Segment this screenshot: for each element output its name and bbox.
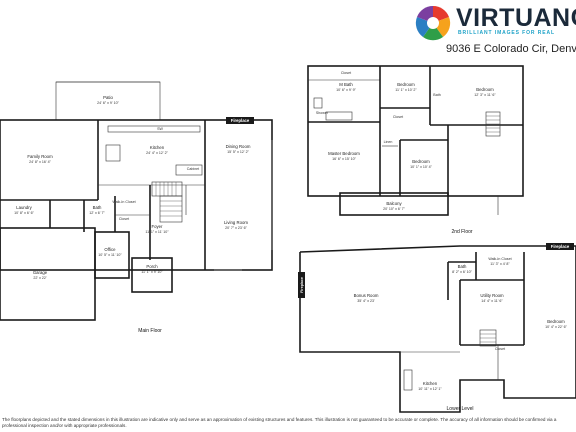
floor-title-main: Main Floor [138,328,162,334]
room-name-mbath: M Bath [339,82,353,87]
room-name-bonus: Bonus Room [354,293,379,298]
room-name-living: Living Room [224,220,248,225]
room-name-bath-lower: Bath [458,264,467,269]
room-name-kitchen-lower: Kitchen [423,381,438,386]
second-floor-outline [307,65,524,197]
room-dims-balcony: 20' 10" x 6' 7" [383,207,405,211]
label-closet-lower: Closet [495,347,505,351]
fireplace-label-lower-right: Fireplace [551,244,570,249]
room-dims-foyer: 11' 1" x 11' 10" [145,230,169,234]
room-dims-bed1: 11' 1" x 10' 2" [395,88,417,92]
porch-outline [131,257,173,293]
room-name-balcony: Balcony [386,201,402,206]
room-name-patio: Patio [103,95,113,100]
room-dims-bath: 12' x 6' 7" [89,211,105,215]
room-name-utility: Utility Room [480,293,504,298]
main-floor-outline [0,119,273,271]
floor-title-second: 2nd Floor [451,229,472,235]
room-dims-bonus: 35' 4" x 23' [357,299,375,303]
room-dims-family: 24' 8" x 16' 4" [29,160,51,164]
brand-name: VIRTUANC [456,4,576,32]
label-linen: Linen [384,140,393,144]
room-name-dining: Dining Room [226,144,251,149]
room-name-walkin: Walk-In Closet [112,200,135,204]
room-dims-bed2: 12' 3" x 11' 6" [474,93,496,97]
room-name-master: Master Bedroom [328,151,360,156]
room-name-bed2: Bedroom [476,87,494,92]
room-dims-bed3: 10' 1" x 10' 4" [410,165,432,169]
main-floor-plan: Fireplace Patio 24' 6" x 9' 10" Family R… [0,81,273,334]
label-closet-2b: Closet [393,115,403,119]
office-outline [94,231,130,279]
room-dims-mbath: 10' 6" x 9' 9" [336,88,356,92]
room-name-bed1: Bedroom [397,82,415,87]
room-name-family: Family Room [27,154,53,159]
room-dims-dining: 15' 5" x 12' 2" [227,150,249,154]
room-dims-laundry: 10' 8" x 6' 6" [14,211,34,215]
room-dims-kitchen: 24' 4" x 12' 2" [146,151,168,155]
garage-outline [0,227,96,321]
room-name-bedroom-lower: Bedroom [547,319,565,324]
room-name-bath: Bath [93,205,102,210]
fireplace-tag-lower-right [546,243,574,250]
room-name-kitchen: Kitchen [150,145,165,150]
label-closet-main: Closet [119,217,129,221]
logo-mark-icon [415,5,451,41]
brand-tagline: BRILLIANT IMAGES FOR REAL [458,30,555,36]
room-dims-bath-lower: 8' 2" x 6' 10" [452,270,472,274]
room-dims-garage: 22' x 22' [33,276,46,280]
second-floor-plan: M Bath 10' 6" x 9' 9" Bedroom 11' 1" x 1… [307,65,524,235]
room-dims-walkin-lower: 11' 3" x 4' 8" [490,262,510,266]
room-dims-patio: 24' 6" x 9' 10" [97,101,119,105]
room-dims-porch: 11' 1" x 9' 10" [141,270,163,274]
room-dims-kitchen-lower: 10' 11" x 12' 1" [418,387,442,391]
label-shower: Shower [316,111,329,115]
label-bath-2: Bath [433,93,440,97]
lower-level-plan: Fireplace Fireplace Bonus Room 35' 4" x … [298,243,576,413]
fireplace-tag-main [226,117,254,124]
room-name-garage: Garage [33,270,48,275]
room-name-foyer: Foyer [152,224,164,229]
room-dims-bedroom-lower: 10' 4" x 22' 6" [545,325,567,329]
room-name-office: Office [104,247,116,252]
brand-logo [415,5,451,41]
floor-title-lower: Lower Level [447,406,474,412]
room-name-laundry: Laundry [16,205,32,210]
room-dims-living: 20' 7" x 23' 6" [225,226,247,230]
second-stairs [485,111,501,137]
fireplace-tag-lower-left [298,272,305,298]
property-address: 9036 E Colorado Cir, Denver [446,43,576,55]
fireplace-label-main: Fireplace [231,118,250,123]
label-sw: SW [157,127,163,131]
room-name-bed3: Bedroom [412,159,430,164]
room-dims-office: 10' 5" x 11' 10" [98,253,122,257]
room-dims-master: 16' 6" x 15' 10" [332,157,356,161]
room-name-walkin-lower: Walk-In Closet [488,257,511,261]
fireplace-label-lower-left: Fireplace [300,277,304,293]
balcony-outline [339,192,449,216]
kitchen-island [105,144,121,162]
label-cabinet: Cabinet [187,167,199,171]
disclaimer-text: The floorplans depicted and the stated d… [2,417,557,428]
room-dims-utility: 14' 4" x 11' 6" [481,299,503,303]
lower-stairs [479,329,497,347]
main-stairs [151,181,183,223]
room-name-porch: Porch [146,264,158,269]
label-closet-2a: Closet [341,71,351,75]
